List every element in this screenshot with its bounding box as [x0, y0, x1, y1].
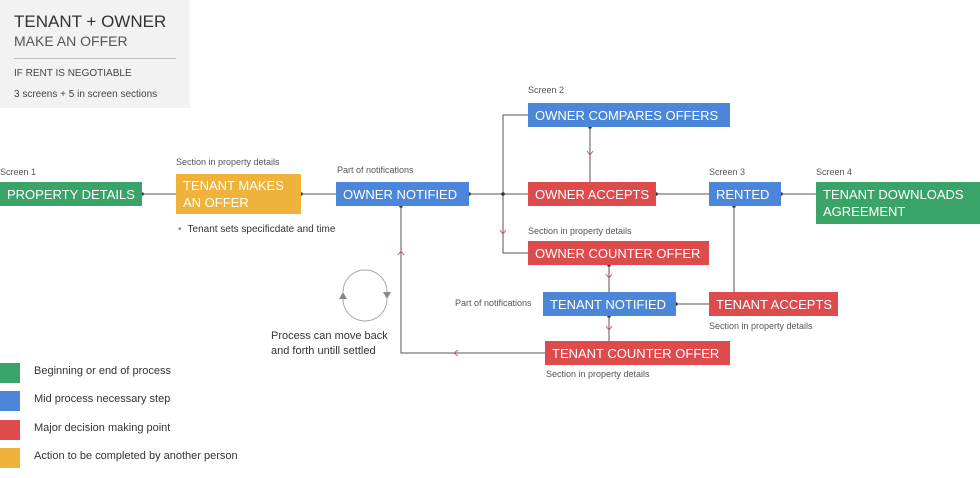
node-tenant-downloads-text: TENANT DOWNLOADS AGREEMENT — [823, 187, 964, 219]
label-screen-1: Screen 1 — [0, 167, 37, 177]
label-tenant-accepts: Section in property details — [709, 321, 813, 331]
legend-swatch-blue — [0, 391, 20, 411]
arrow-down-icon — [605, 273, 613, 279]
label-tenant-counter: Section in property details — [546, 369, 650, 379]
condition-note: IF RENT IS NEGOTIABLE — [14, 68, 132, 79]
legend-swatch-red — [0, 420, 20, 440]
node-owner-accepts-text: OWNER ACCEPTS — [535, 186, 650, 202]
legend-text: Major decision making point — [34, 422, 171, 434]
label-offer-section: Section in property details — [176, 157, 280, 167]
legend-text: Action to be completed by another person — [34, 450, 238, 462]
legend-swatch-green — [0, 363, 20, 383]
legend-text: Mid process necessary step — [34, 393, 171, 405]
link-to-owner-counter — [502, 194, 528, 254]
note-tenant-sets-text: Tenant sets specificdate and time — [187, 224, 336, 235]
arrow-left-icon — [453, 349, 459, 357]
node-tenant-notified: TENANT NOTIFIED — [543, 292, 676, 316]
node-property-details-text: PROPERTY DETAILS — [7, 186, 135, 202]
link-to-compares — [502, 114, 528, 194]
note-process-loop: Process can move back and forth untill s… — [271, 330, 388, 357]
node-tenant-counter-offer: TENANT COUNTER OFFER — [545, 341, 730, 365]
label-screen-4: Screen 4 — [816, 167, 853, 177]
node-rented-text: RENTED — [716, 186, 770, 202]
cycle-icon — [339, 269, 391, 322]
diagram-subtitle: MAKE AN OFFER — [14, 33, 128, 49]
screen-count-note: 3 screens + 5 in screen sections — [14, 89, 158, 100]
label-owner-counter: Section in property details — [528, 226, 632, 236]
label-screen-2: Screen 2 — [528, 85, 565, 95]
legend-swatch-yellow — [0, 448, 20, 468]
node-owner-accepts: OWNER ACCEPTS — [528, 182, 656, 206]
node-tenant-makes-offer: TENANT MAKES AN OFFER — [176, 174, 301, 214]
node-tenant-accepts-text: TENANT ACCEPTS — [716, 296, 833, 312]
node-owner-compares-offers: OWNER COMPARES OFFERS — [528, 103, 730, 127]
arrow-up-icon — [397, 250, 405, 256]
node-property-details: PROPERTY DETAILS — [0, 182, 142, 206]
node-owner-compares-text: OWNER COMPARES OFFERS — [535, 107, 719, 123]
node-tenant-notified-text: TENANT NOTIFIED — [550, 296, 667, 312]
bullet-icon: • — [178, 224, 182, 235]
arrow-down-icon — [586, 150, 594, 156]
title-card: TENANT + OWNER MAKE AN OFFER IF RENT IS … — [0, 0, 190, 108]
node-owner-counter-offer: OWNER COUNTER OFFER — [528, 241, 709, 265]
label-tenant-notified: Part of notifications — [455, 298, 532, 308]
diagram-title: TENANT + OWNER — [14, 12, 167, 31]
node-owner-notified-text: OWNER NOTIFIED — [343, 186, 458, 202]
node-tenant-counter-text: TENANT COUNTER OFFER — [552, 345, 720, 361]
node-tenant-accepts: TENANT ACCEPTS — [709, 292, 838, 316]
node-rented: RENTED — [709, 182, 781, 206]
note-tenant-sets-date: • Tenant sets specificdate and time — [178, 223, 335, 237]
link-tenant-counter-to-owner — [400, 206, 545, 354]
node-tenant-makes-offer-text: TENANT MAKES AN OFFER — [183, 178, 284, 210]
arrow-down-icon — [605, 325, 613, 331]
node-tenant-downloads-agreement: TENANT DOWNLOADS AGREEMENT — [816, 182, 980, 224]
label-screen-3: Screen 3 — [709, 167, 746, 177]
arrow-down-icon — [499, 229, 507, 235]
title-divider — [14, 58, 176, 59]
label-owner-notified: Part of notifications — [337, 165, 414, 175]
node-owner-notified: OWNER NOTIFIED — [336, 182, 469, 206]
legend-text: Beginning or end of process — [34, 365, 171, 377]
node-owner-counter-text: OWNER COUNTER OFFER — [535, 245, 701, 261]
